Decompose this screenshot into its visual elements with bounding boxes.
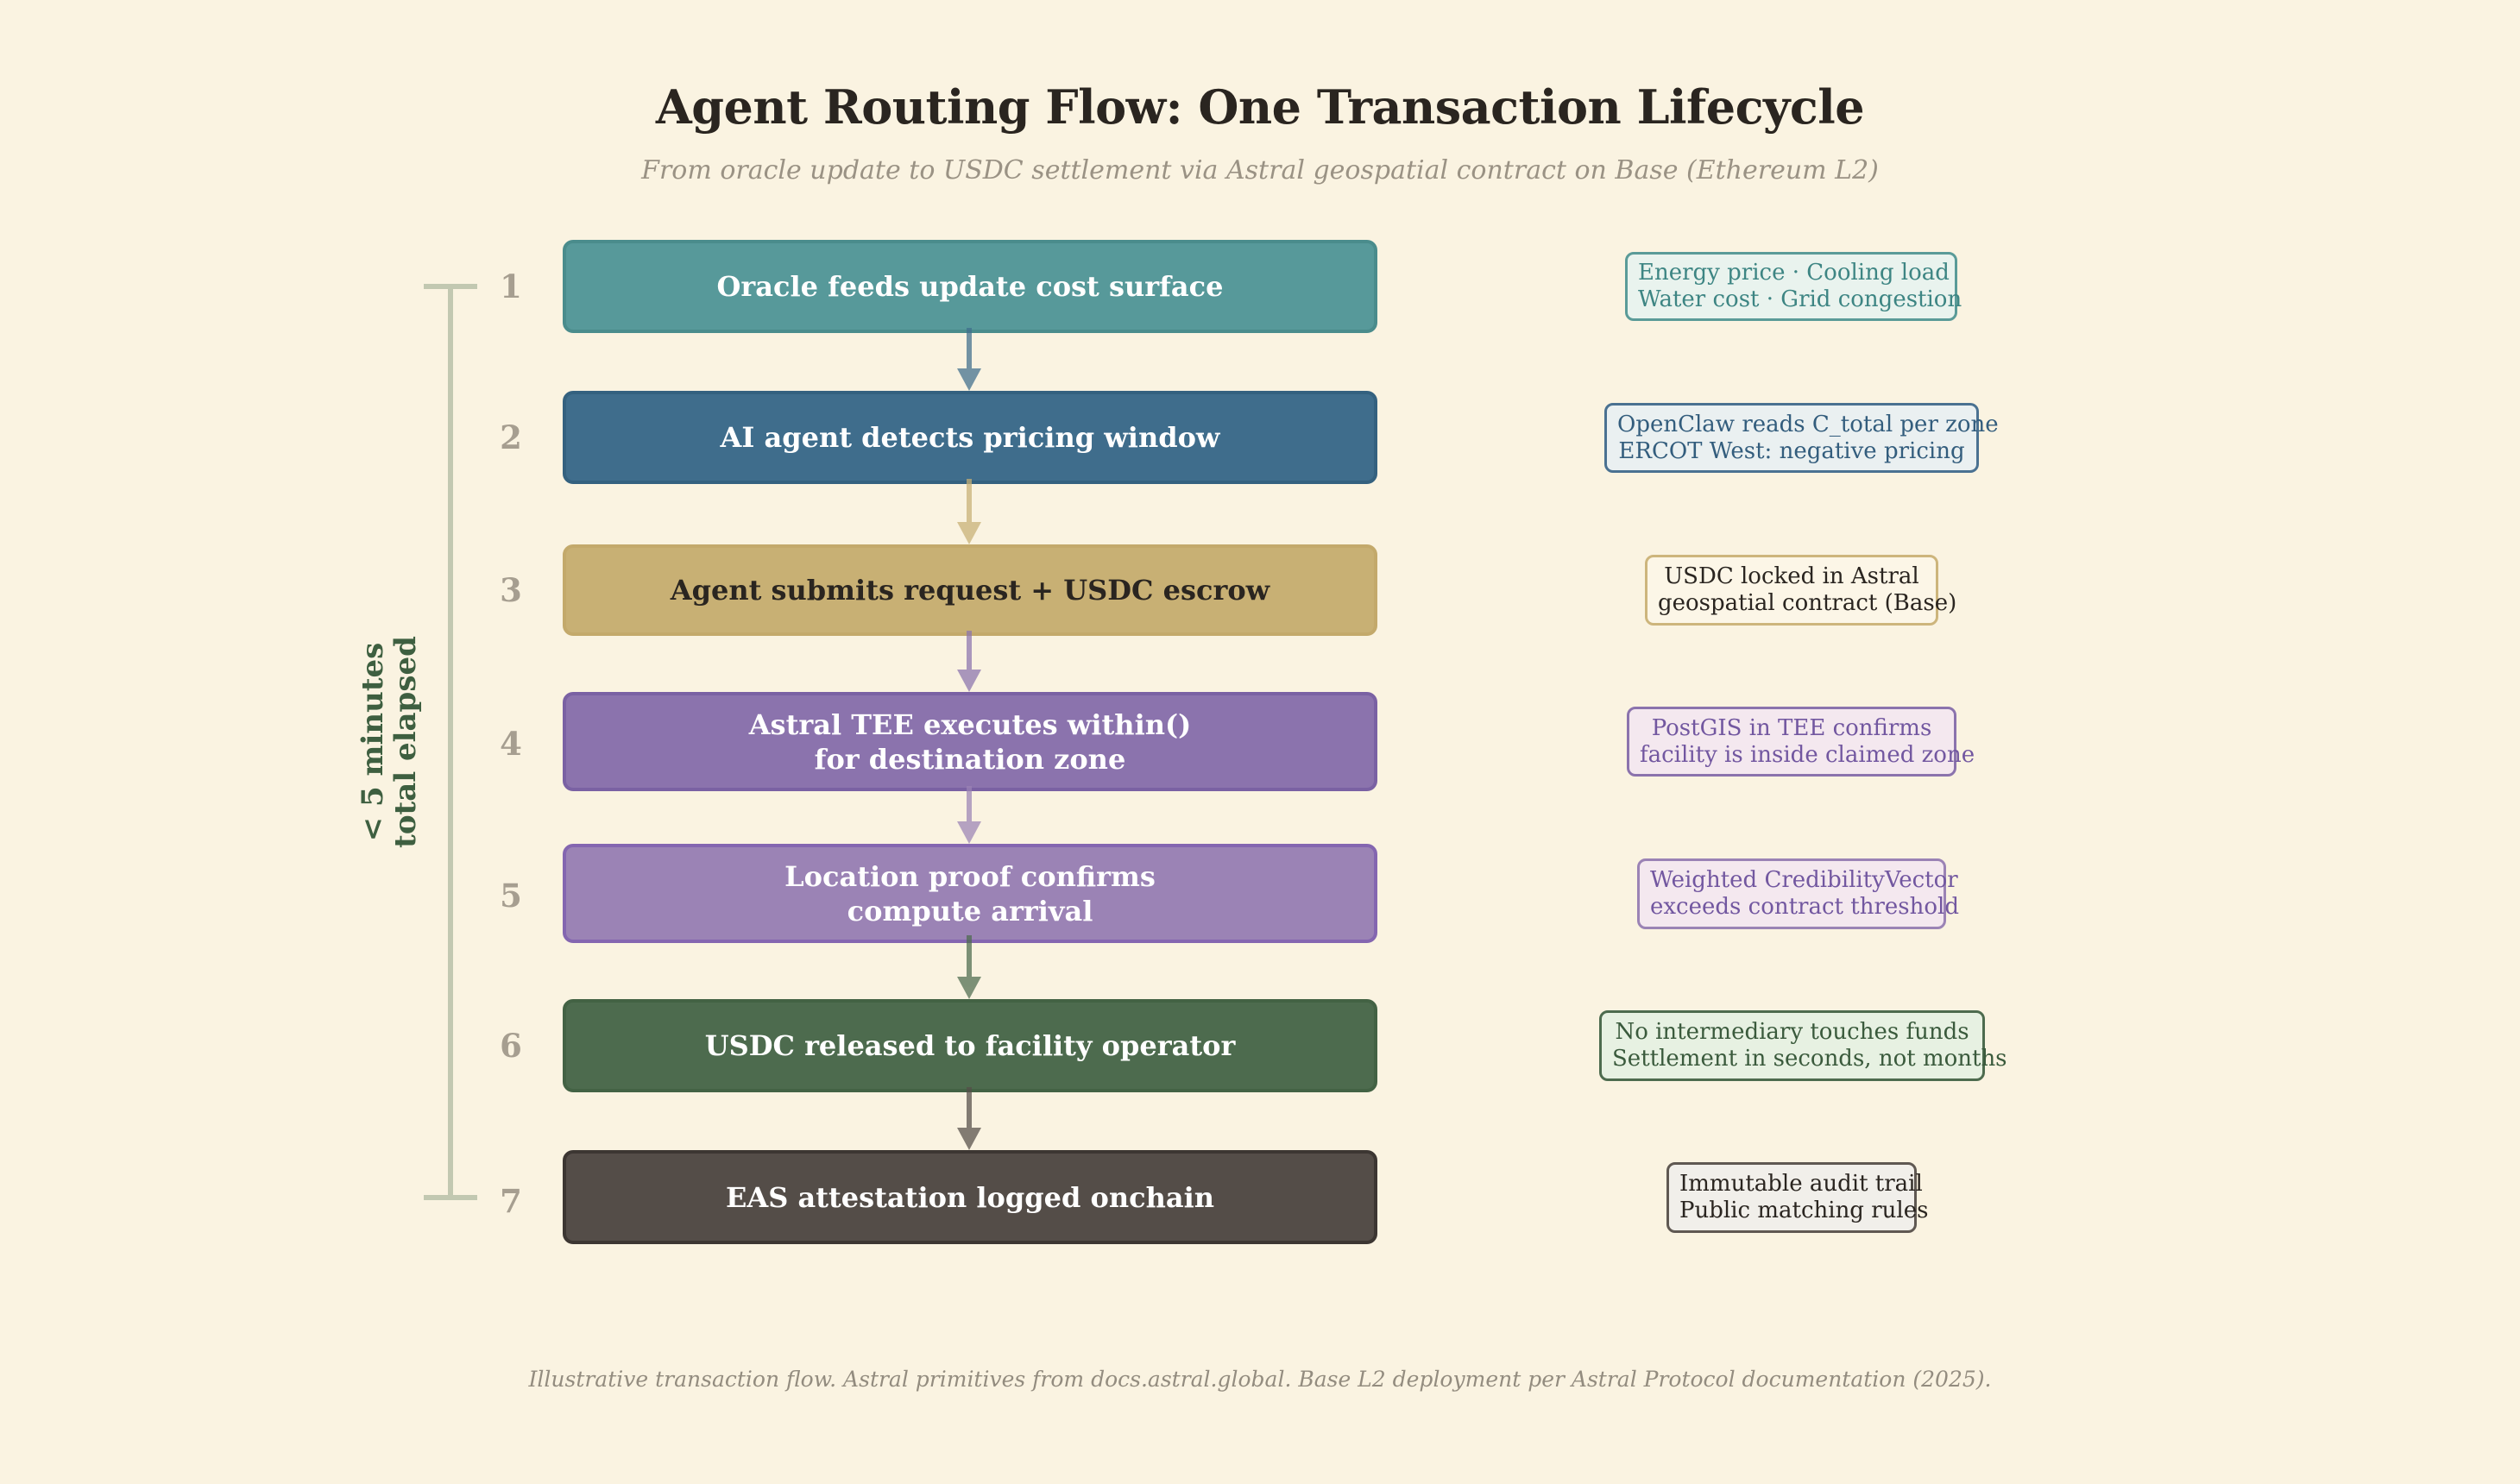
page-subtitle: From oracle update to USDC settlement vi… <box>641 155 1879 186</box>
note-credibility: Weighted CredibilityVector exceeds contr… <box>1637 858 1959 929</box>
step-number: 7 <box>500 1182 522 1220</box>
note-postgis: PostGIS in TEE confirms facility is insi… <box>1627 707 1975 777</box>
step-label: Agent submits request + USDC escrow <box>670 574 1270 607</box>
note-line: Water cost · Grid congestion <box>1638 286 1962 312</box>
step-label: AI agent detects pricing window <box>720 421 1220 454</box>
step-number: 1 <box>500 267 522 305</box>
arrow-down-icon <box>957 786 981 844</box>
step-box-location-proof: Location proof confirms compute arrival <box>563 844 1377 943</box>
bracket-line <box>448 286 453 1198</box>
note-line: exceeds contract threshold <box>1650 894 1959 920</box>
footer-note: Illustrative transaction flow. Astral pr… <box>528 1367 1992 1392</box>
step-label: USDC released to facility operator <box>704 1029 1236 1062</box>
step-label-line-1: Astral TEE executes within() <box>748 707 1192 741</box>
step-box-oracle-update: Oracle feeds update cost surface <box>563 240 1377 333</box>
note-line: USDC locked in Astral <box>1664 563 1919 589</box>
step-box-agent-submits: Agent submits request + USDC escrow <box>563 544 1377 636</box>
elapsed-line-2: total elapsed <box>388 636 423 848</box>
arrow-down-icon <box>957 1087 981 1150</box>
arrow-down-icon <box>957 479 981 544</box>
elapsed-line-1: < 5 minutes <box>356 642 390 842</box>
note-settlement: No intermediary touches funds Settlement… <box>1599 1010 2007 1081</box>
step-box-usdc-released: USDC released to facility operator <box>563 999 1377 1092</box>
step-label-line-2: compute arrival <box>847 894 1093 928</box>
step-label-line-1: Location proof confirms <box>784 859 1156 893</box>
step-number: 3 <box>500 571 522 609</box>
step-number: 6 <box>500 1027 522 1065</box>
step-label: EAS attestation logged onchain <box>726 1180 1214 1214</box>
step-number: 4 <box>500 725 522 763</box>
step-label: Oracle feeds update cost surface <box>716 270 1224 303</box>
page-title: Agent Routing Flow: One Transaction Life… <box>655 79 1865 135</box>
step-box-agent-detects: AI agent detects pricing window <box>563 391 1377 484</box>
note-cost-inputs: Energy price · Cooling load Water cost ·… <box>1625 252 1962 321</box>
note-line: facility is inside claimed zone <box>1640 741 1975 768</box>
step-box-eas-attestation: EAS attestation logged onchain <box>563 1150 1377 1244</box>
arrow-down-icon <box>957 631 981 692</box>
step-number: 2 <box>500 418 522 456</box>
note-usdc-locked: USDC locked in Astral geospatial contrac… <box>1645 555 1957 626</box>
note-openclaw: OpenClaw reads C_total per zone ERCOT We… <box>1604 403 1999 473</box>
note-line: ERCOT West: negative pricing <box>1618 437 1965 464</box>
arrow-down-icon <box>957 935 981 999</box>
arrow-down-icon <box>957 328 981 391</box>
step-number: 5 <box>500 877 522 915</box>
note-line: geospatial contract (Base) <box>1658 590 1957 616</box>
note-line: Immutable audit trail <box>1679 1171 1923 1197</box>
note-line: Weighted CredibilityVector <box>1650 867 1958 893</box>
note-line: No intermediary touches funds <box>1615 1019 1969 1045</box>
step-box-tee-executes: Astral TEE executes within() for destina… <box>563 692 1377 791</box>
step-label-line-2: for destination zone <box>814 742 1126 776</box>
note-line: Settlement in seconds, not months <box>1612 1046 2007 1072</box>
bracket-bottom-tick <box>424 1195 477 1200</box>
note-line: Public matching rules <box>1679 1198 1929 1223</box>
note-audit-trail: Immutable audit trail Public matching ru… <box>1666 1162 1929 1233</box>
note-line: OpenClaw reads C_total per zone <box>1617 411 1999 437</box>
note-line: Energy price · Cooling load <box>1638 260 1950 286</box>
note-line: PostGIS in TEE confirms <box>1651 714 1932 741</box>
